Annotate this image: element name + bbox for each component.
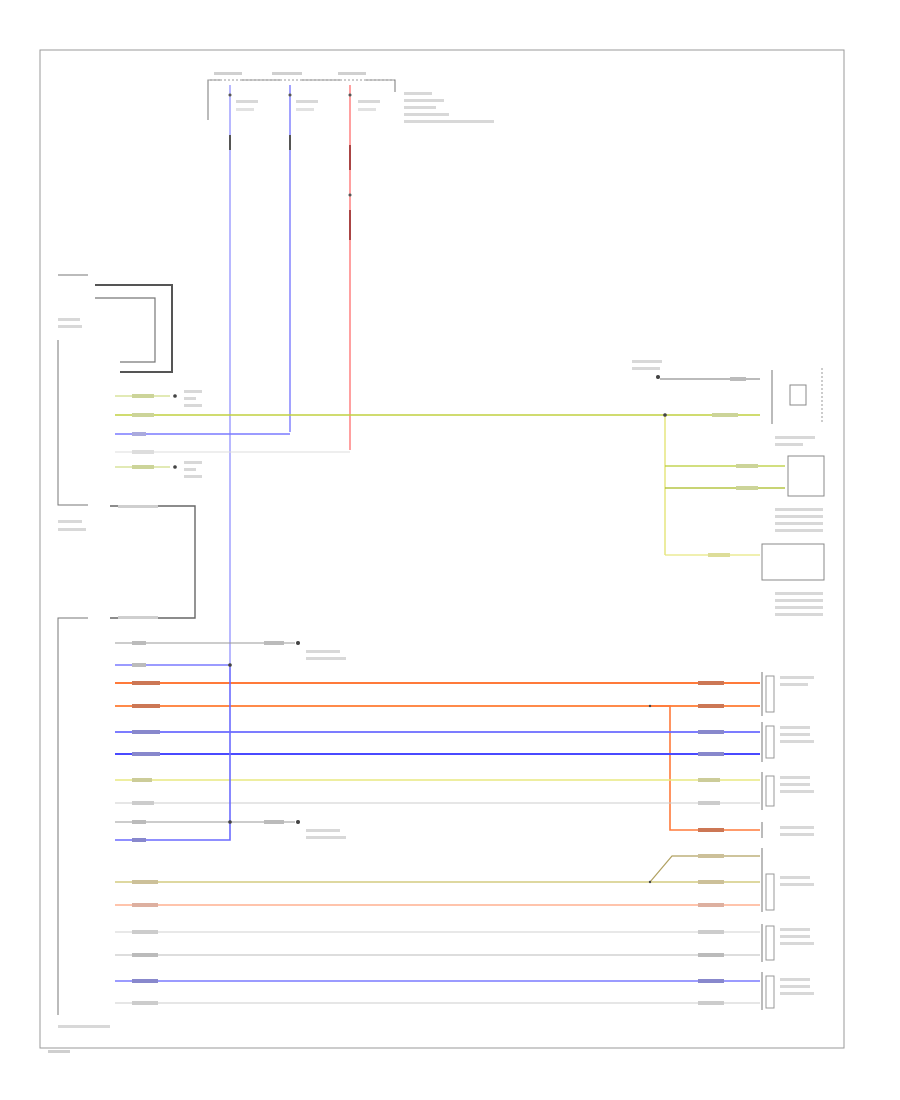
- speaker-wires: [115, 641, 760, 1004]
- diagram-frame: [39, 49, 845, 1049]
- speaker-connectors: [761, 672, 814, 1010]
- junction-dots: [228, 413, 667, 884]
- component-box-module: [761, 543, 825, 581]
- fuse-block-top: [207, 72, 494, 123]
- component-box-sensor: [787, 455, 825, 497]
- vertical-feed-wires: [228, 85, 352, 665]
- amplifier-module: [48, 617, 110, 1053]
- right-upper-components: [632, 360, 825, 616]
- wire-tags: [132, 377, 758, 1005]
- head-unit-module: [57, 274, 196, 619]
- upper-horizontal-wires: [115, 390, 760, 478]
